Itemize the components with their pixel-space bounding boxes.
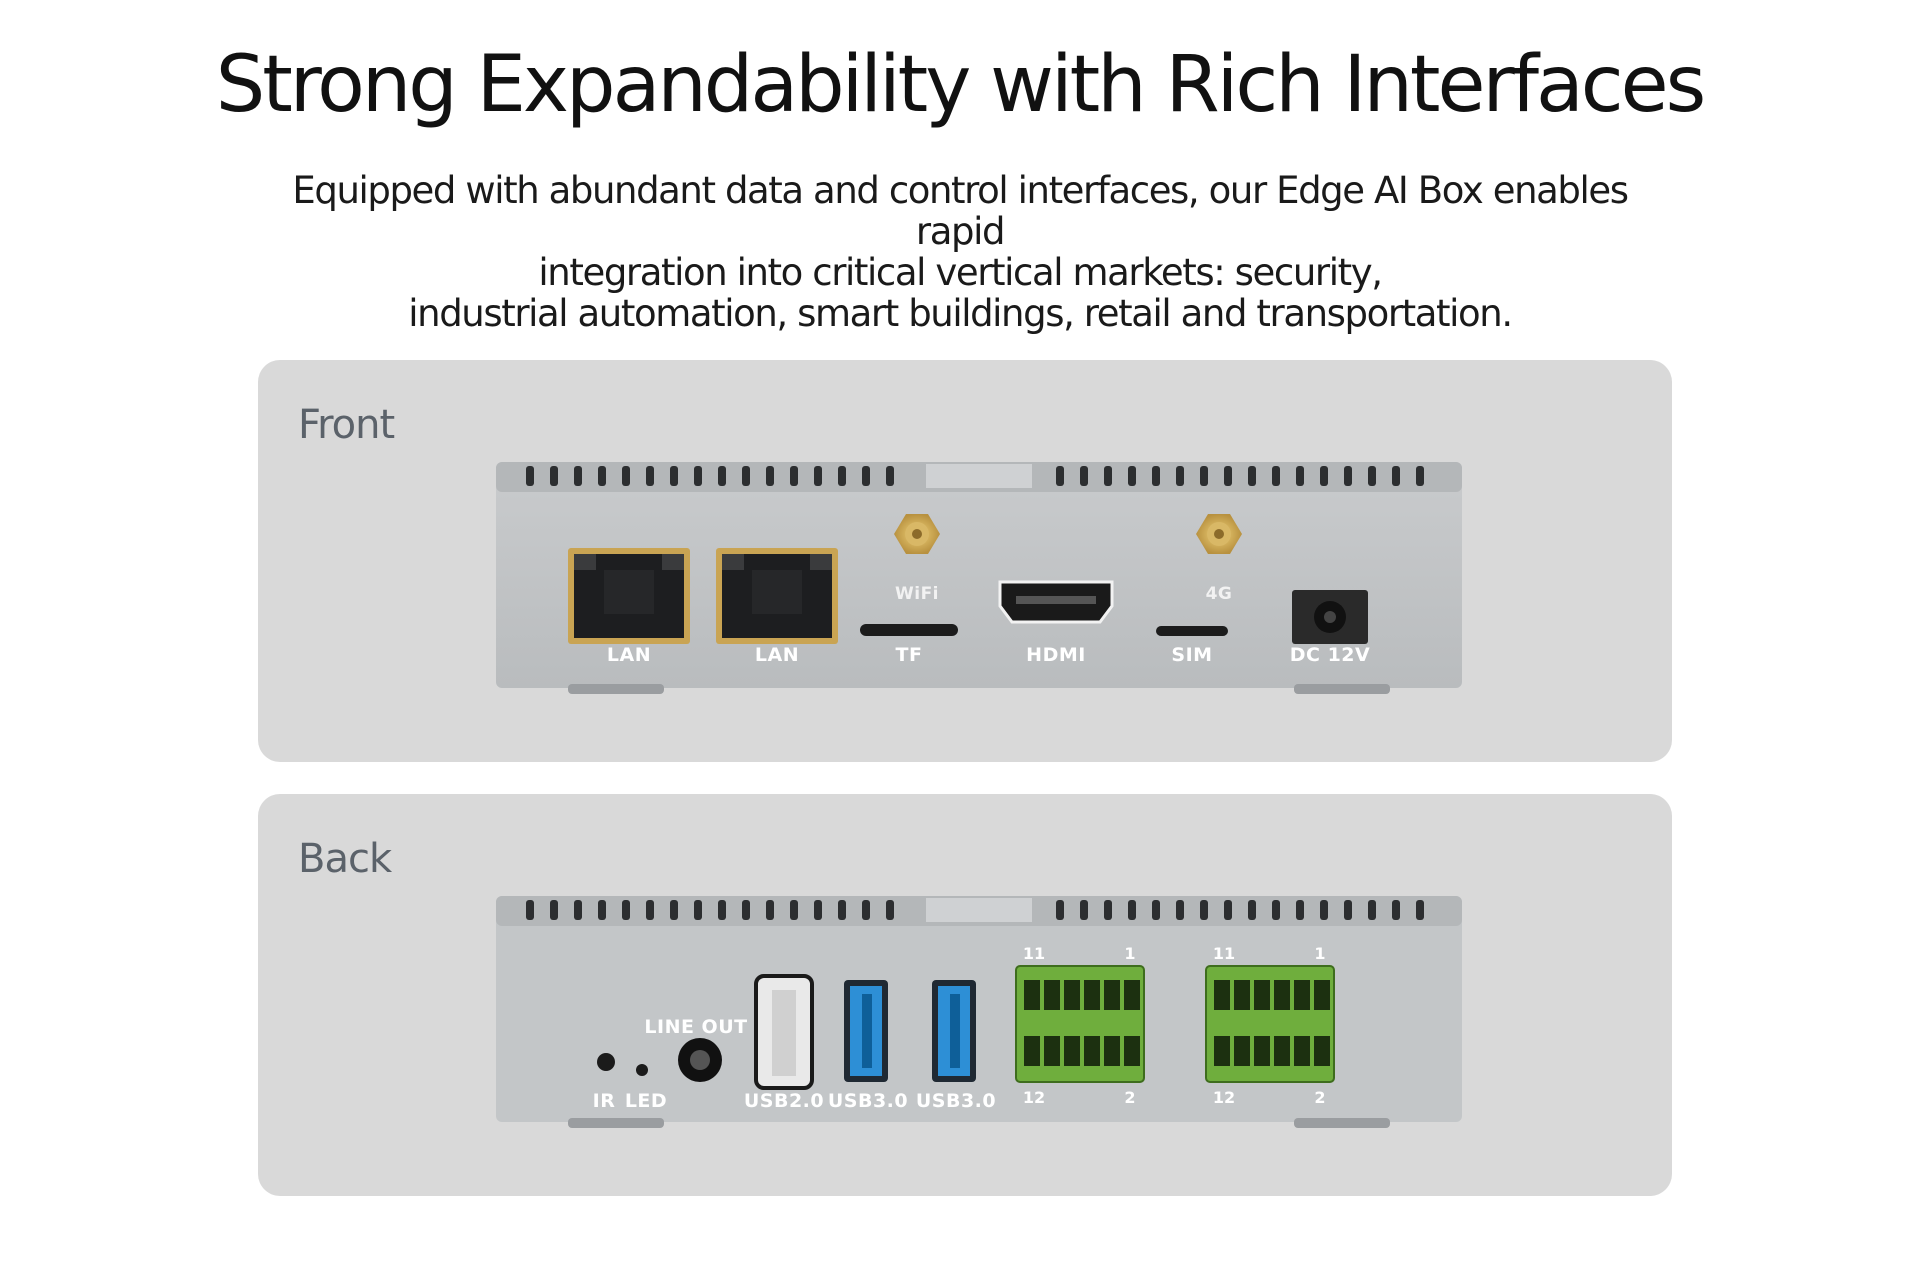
4g-antenna-shape — [1196, 514, 1242, 554]
terminal-1-pin-1: 1 — [1124, 944, 1136, 963]
description-line-3: industrial automation, smart buildings, … — [408, 292, 1513, 335]
front-panel: Front — [258, 360, 1672, 762]
terminal-2-pin-2: 2 — [1314, 1088, 1326, 1107]
ir-sensor-shape — [597, 1053, 615, 1071]
lan-port-2-shape — [716, 548, 838, 644]
hdmi-port-shape — [998, 580, 1114, 624]
front-center-notch — [926, 464, 1032, 488]
usb2-port-shape — [754, 974, 814, 1090]
back-device-view: IR LED LINE OUT USB2.0 USB3.0 USB3.0 11 … — [496, 890, 1462, 1130]
back-center-notch — [926, 898, 1032, 922]
wifi-antenna-shape — [894, 514, 940, 554]
front-panel-label: Front — [298, 402, 395, 448]
front-vents — [526, 466, 1424, 486]
terminal-block-2-shape — [1205, 965, 1335, 1083]
back-foot-right — [1294, 1118, 1390, 1128]
page-description: Equipped with abundant data and control … — [260, 170, 1660, 334]
usb2-label: USB2.0 — [743, 1090, 825, 1112]
front-foot-right — [1294, 684, 1390, 694]
hdmi-label: HDMI — [1026, 644, 1086, 666]
usb3-b-label: USB3.0 — [915, 1090, 997, 1112]
sim-slot-shape — [1156, 626, 1228, 636]
line-out-label: LINE OUT — [644, 1016, 748, 1038]
lan-port-1-label: LAN — [606, 644, 652, 666]
led-indicator-shape — [636, 1064, 648, 1076]
line-out-jack-shape — [678, 1038, 722, 1082]
description-line-1: Equipped with abundant data and control … — [292, 169, 1629, 253]
usb3-a-label: USB3.0 — [827, 1090, 909, 1112]
usb3-port-a-shape — [844, 980, 888, 1082]
terminal-2-pin-1: 1 — [1314, 944, 1326, 963]
description-line-2: integration into critical vertical marke… — [538, 251, 1383, 294]
terminal-block-1-shape — [1015, 965, 1145, 1083]
wifi-label: WiFi — [894, 584, 940, 604]
sim-label: SIM — [1171, 644, 1213, 666]
front-chassis-illustration — [496, 462, 1462, 694]
back-foot-left — [568, 1118, 664, 1128]
usb3-port-b-shape — [932, 980, 976, 1082]
back-chassis-illustration — [496, 896, 1462, 1128]
lan-port-2-label: LAN — [754, 644, 800, 666]
tf-label: TF — [895, 644, 923, 666]
front-foot-left — [568, 684, 664, 694]
terminal-1-pin-12: 12 — [1022, 1088, 1046, 1107]
front-device-view: LAN LAN WiFi TF HDMI 4G SIM DC 12V — [496, 456, 1462, 696]
tf-slot-shape — [860, 624, 958, 636]
dc-12v-label: DC 12V — [1289, 644, 1371, 666]
4g-label: 4G — [1205, 584, 1233, 604]
led-label: LED — [624, 1090, 668, 1112]
terminal-1-pin-2: 2 — [1124, 1088, 1136, 1107]
terminal-1-pin-11: 11 — [1022, 944, 1046, 963]
terminal-2-pin-12: 12 — [1212, 1088, 1236, 1107]
dc-jack-shape — [1292, 590, 1368, 644]
back-panel: Back — [258, 794, 1672, 1196]
terminal-2-pin-11: 11 — [1212, 944, 1236, 963]
back-panel-label: Back — [298, 836, 392, 882]
ir-label: IR — [592, 1090, 616, 1112]
lan-port-1-shape — [568, 548, 690, 644]
page-headline: Strong Expandability with Rich Interface… — [215, 40, 1707, 130]
